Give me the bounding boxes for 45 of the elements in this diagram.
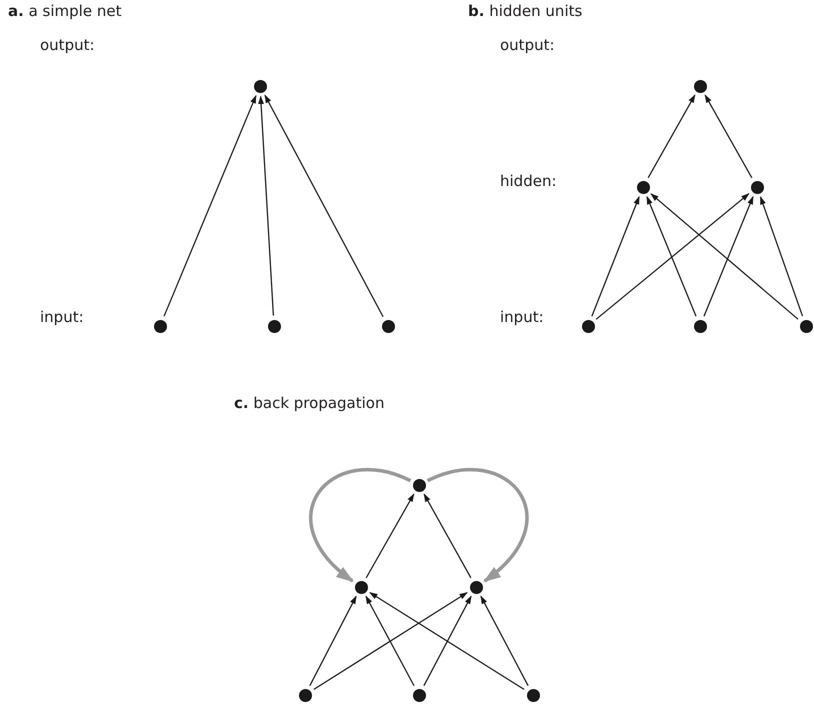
arrow [366, 493, 414, 578]
arrow [650, 193, 798, 320]
neuron-dot [750, 180, 764, 194]
layer-label: input: [40, 308, 84, 326]
arrow [365, 596, 415, 686]
arrow [760, 196, 804, 316]
neuron-dot [382, 320, 394, 332]
arrow [704, 94, 752, 178]
neuron-dot [694, 320, 706, 332]
neuron-dot [154, 320, 166, 332]
neuron-dot [800, 320, 812, 332]
panel-title: a. a simple net [8, 2, 122, 20]
arrow [648, 94, 696, 178]
arrow [646, 196, 697, 317]
neuron-dot [354, 580, 368, 594]
arrow [596, 193, 750, 320]
layer-label: output: [500, 36, 555, 54]
arrow [163, 94, 257, 317]
layer-label: input: [500, 308, 544, 326]
arrow [423, 596, 472, 686]
neuron-dot [412, 478, 426, 492]
arrow [591, 196, 640, 316]
neuron-dot [298, 688, 312, 702]
arrow [369, 592, 524, 690]
arrow [258, 96, 274, 316]
panel-title: c. back propagation [234, 394, 384, 412]
arrow [264, 94, 384, 318]
feedback-arrow [426, 468, 529, 582]
neuron-dot [636, 180, 650, 194]
neuron-dot [268, 320, 280, 332]
neuron-dot [694, 80, 706, 92]
layer-label: output: [40, 36, 95, 54]
arrow [314, 592, 468, 690]
neuron-dot [412, 688, 426, 702]
layer-label: hidden: [500, 172, 557, 190]
neuron-dot [526, 688, 540, 702]
arrow [480, 596, 529, 686]
arrow [424, 493, 472, 578]
feedback-arrow [309, 468, 412, 582]
arrow [309, 596, 357, 686]
neuron-dot [254, 80, 266, 92]
panel-title: b. hidden units [468, 2, 582, 20]
neuron-dot [470, 580, 482, 594]
neuron-dot [582, 320, 594, 332]
arrow [703, 196, 754, 317]
